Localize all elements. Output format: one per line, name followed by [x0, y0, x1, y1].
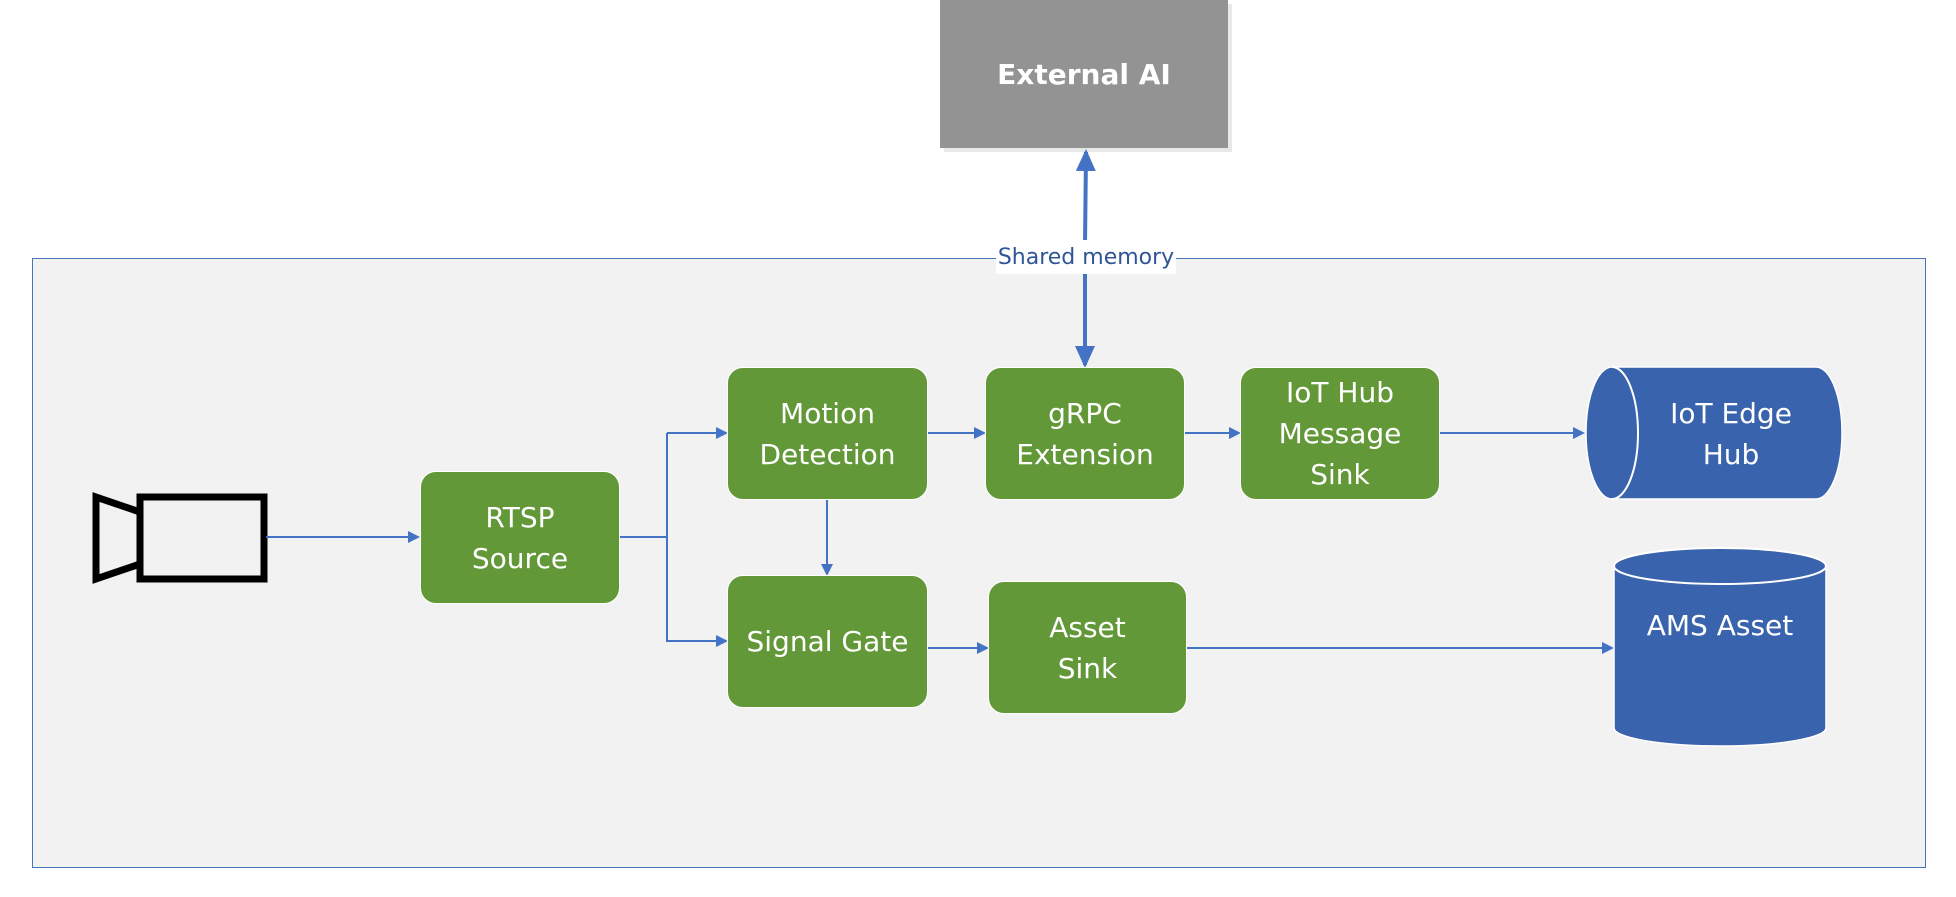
node-grpc-extension-label: gRPC Extension: [1016, 396, 1154, 471]
iot-edge-hub-label: IoT Edge Hub: [1640, 367, 1822, 500]
edge-rtsp-branch: [620, 433, 668, 538]
node-rtsp-source-label: RTSP Source: [471, 500, 569, 575]
camera-icon: [92, 492, 268, 584]
ams-asset-label: AMS Asset: [1614, 600, 1826, 650]
node-grpc-extension: gRPC Extension: [985, 367, 1185, 500]
ams-asset-cylinder: [1613, 547, 1827, 747]
node-iot-hub-message-sink-label: IoT Hub Message Sink: [1278, 376, 1402, 491]
node-signal-gate-label: Signal Gate: [746, 625, 909, 658]
iot-edge-hub-text: IoT Edge Hub: [1670, 396, 1792, 471]
external-ai-box: External AI: [940, 0, 1228, 148]
pipeline-container: [32, 258, 1926, 868]
edge-rtsp-signal: [666, 537, 728, 647]
node-motion-detection-label: Motion Detection: [759, 396, 896, 471]
node-signal-gate: Signal Gate: [727, 575, 928, 708]
node-rtsp-source: RTSP Source: [420, 471, 620, 604]
shared-memory-label: Shared memory: [996, 240, 1176, 274]
node-asset-sink-label: Asset Sink: [1049, 610, 1126, 685]
node-asset-sink: Asset Sink: [988, 581, 1187, 714]
ams-asset-text: AMS Asset: [1646, 608, 1794, 642]
node-iot-hub-message-sink: IoT Hub Message Sink: [1240, 367, 1440, 500]
node-motion-detection: Motion Detection: [727, 367, 928, 500]
edge-shared-memory-up: [1075, 149, 1096, 246]
external-ai-label: External AI: [997, 57, 1171, 91]
iot-edge-hub-cylinder: [1585, 366, 1843, 500]
